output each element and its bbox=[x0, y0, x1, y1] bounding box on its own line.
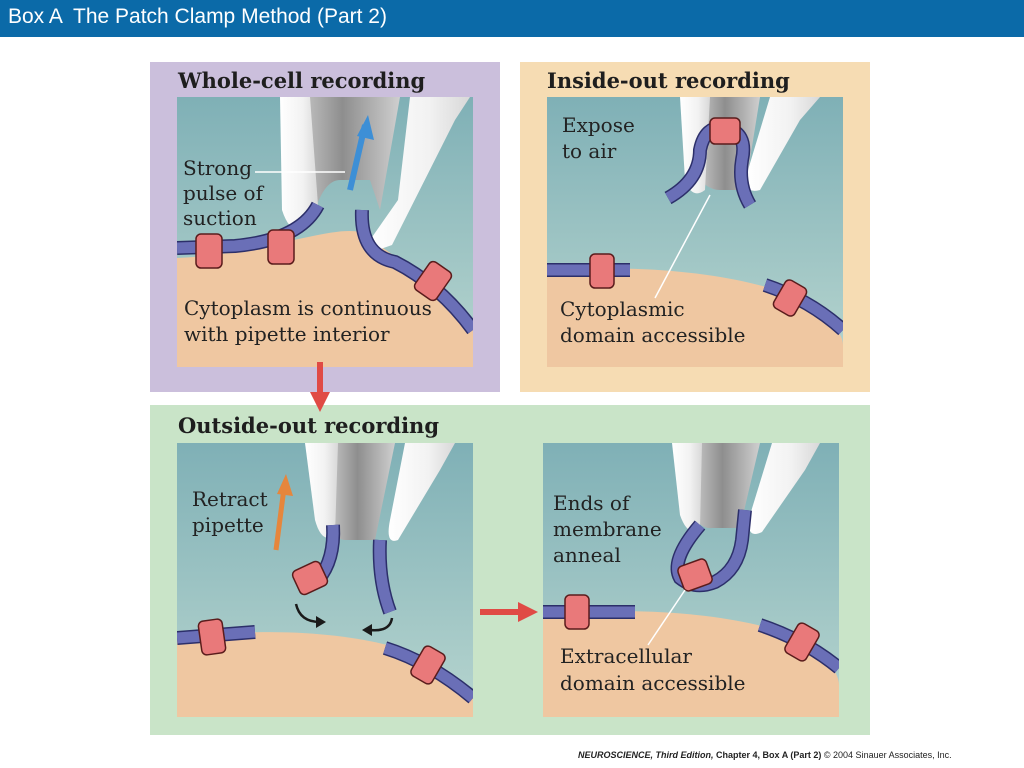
book-title: NEUROSCIENCE, Third Edition, bbox=[578, 750, 714, 760]
membrane bbox=[374, 539, 396, 614]
anneal-arrow bbox=[369, 617, 394, 632]
anneal-subpanel bbox=[543, 443, 839, 717]
slide-title: Box A The Patch Clamp Method (Part 2) bbox=[8, 5, 387, 28]
outside-out-panel: Outside-out recording bbox=[150, 405, 870, 735]
ion-channel bbox=[267, 229, 295, 265]
whole-cell-panel: Whole-cell recording Strong pulse of suc… bbox=[150, 62, 500, 392]
pipette-glass-left bbox=[305, 443, 338, 538]
inside-out-panel: Inside-out recording Expose to air Cytop… bbox=[520, 62, 870, 392]
ion-channel bbox=[677, 558, 713, 592]
ion-channel bbox=[772, 279, 808, 317]
cytoplasmic-domain-label: Cytoplasmic domain accessible bbox=[560, 297, 746, 347]
pipette-glass-right bbox=[366, 97, 470, 252]
ion-channel bbox=[410, 645, 446, 685]
anneal-label: Ends of membrane anneal bbox=[553, 491, 668, 567]
ion-channel bbox=[589, 253, 615, 289]
ion-channel bbox=[784, 622, 820, 662]
pipette-lumen bbox=[685, 443, 760, 529]
air-label: Expose to air bbox=[562, 113, 641, 163]
pipette-glass-right bbox=[388, 443, 455, 541]
retract-label: Retract pipette bbox=[192, 487, 274, 537]
cytoplasm bbox=[543, 611, 839, 717]
outside-out-title: Outside-out recording bbox=[178, 413, 439, 438]
pipette-lumen bbox=[320, 443, 395, 540]
retract-arrow-head bbox=[277, 474, 293, 496]
anneal-arrow-head bbox=[362, 624, 372, 636]
membrane bbox=[356, 209, 473, 334]
ion-channel bbox=[709, 117, 741, 145]
suction-label: Strong pulse of suction bbox=[183, 156, 269, 230]
whole-cell-title: Whole-cell recording bbox=[177, 68, 426, 93]
slide-header: Box A The Patch Clamp Method (Part 2) bbox=[0, 0, 1024, 37]
ion-channel bbox=[195, 233, 223, 269]
chapter-ref: Chapter 4, Box A (Part 2) bbox=[716, 750, 822, 760]
membrane bbox=[763, 279, 843, 335]
ion-channel bbox=[564, 594, 590, 630]
suction-arrow-head bbox=[357, 115, 374, 140]
retract-subpanel bbox=[177, 443, 473, 717]
figure-credit: NEUROSCIENCE, Third Edition, Chapter 4, … bbox=[578, 750, 952, 760]
ion-channel bbox=[291, 560, 329, 596]
transition-arrow-head bbox=[518, 602, 538, 622]
leader-line bbox=[647, 589, 686, 646]
leader-line bbox=[654, 194, 711, 299]
pipette-glass-left bbox=[672, 443, 702, 532]
ion-channel bbox=[413, 260, 453, 302]
inside-out-title: Inside-out recording bbox=[547, 68, 790, 93]
pipette-glass-right bbox=[748, 443, 820, 534]
down-arrow-head bbox=[310, 392, 330, 412]
pipette-glass-left bbox=[280, 97, 318, 231]
ion-channel bbox=[197, 618, 227, 656]
anneal-arrow-head bbox=[316, 616, 326, 628]
extracellular-domain-label: Extracellular domain accessible bbox=[560, 644, 746, 695]
pipette-glass-right bbox=[746, 97, 820, 191]
copyright: © 2004 Sinauer Associates, Inc. bbox=[823, 750, 952, 760]
retract-arrow bbox=[273, 487, 287, 551]
cytoplasm-label: Cytoplasm is continuous with pipette int… bbox=[184, 296, 438, 346]
